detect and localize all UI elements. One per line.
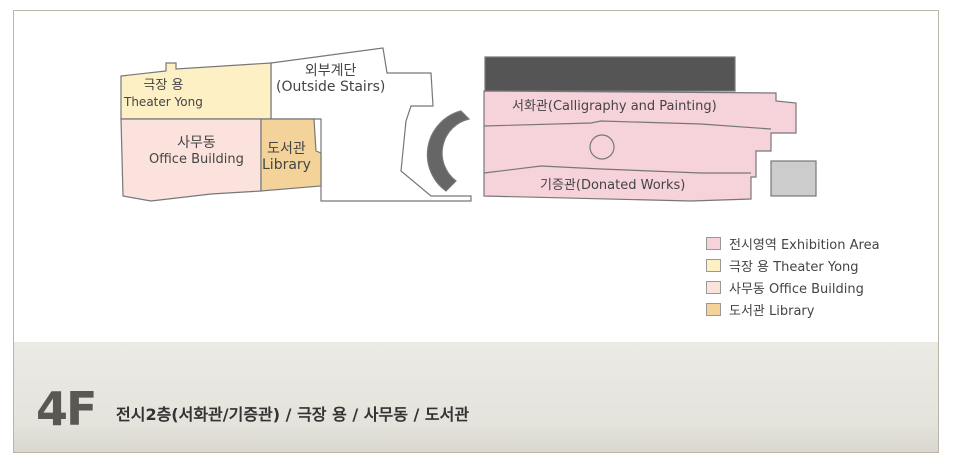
office-label-en: Office Building bbox=[149, 152, 244, 167]
stairs-label-ko: 외부계단 bbox=[304, 63, 357, 79]
stairs-label-en: (Outside Stairs) bbox=[276, 79, 386, 95]
library-label-en: Library bbox=[262, 157, 311, 173]
room-outside-stairs: 외부계단(Outside Stairs) bbox=[276, 63, 385, 95]
room-calligraphy[interactable]: 서화관(Calligraphy and Painting) bbox=[512, 99, 717, 114]
legend-swatch bbox=[706, 236, 721, 250]
library-area[interactable] bbox=[260, 118, 322, 192]
floor-info-band: 4F 전시2층(서화관/기증관) / 극장 용 / 사무동 / 도서관 bbox=[14, 342, 938, 452]
legend-swatch bbox=[706, 258, 721, 272]
room-theater[interactable]: 극장 용 Theater Yong bbox=[124, 78, 203, 111]
legend-label: 도서관 Library bbox=[729, 303, 815, 319]
room-donated[interactable]: 기증관(Donated Works) bbox=[540, 178, 686, 193]
floor-map-panel: 극장 용 Theater Yong 외부계단(Outside Stairs) 사무… bbox=[13, 10, 939, 453]
theater-label-en: Theater Yong bbox=[124, 95, 203, 109]
floor-plan bbox=[120, 47, 817, 202]
legend: 전시영역 Exhibition Area 극장 용 Theater Yong 사… bbox=[706, 232, 880, 320]
legend-item: 도서관 Library bbox=[706, 298, 880, 320]
legend-swatch bbox=[706, 280, 721, 294]
theater-label-ko: 극장 용 bbox=[143, 78, 184, 93]
legend-swatch bbox=[706, 302, 721, 316]
legend-item: 사무동 Office Building bbox=[706, 276, 880, 298]
office-label-ko: 사무동 bbox=[177, 135, 216, 151]
rotunda-icon bbox=[589, 134, 615, 160]
legend-label: 사무동 Office Building bbox=[729, 281, 864, 297]
legend-item: 전시영역 Exhibition Area bbox=[706, 232, 880, 254]
library-label-ko: 도서관 bbox=[267, 141, 306, 157]
curved-stair bbox=[426, 110, 471, 192]
floor-description: 전시2층(서화관/기증관) / 극장 용 / 사무동 / 도서관 bbox=[116, 405, 470, 424]
roof-grid bbox=[484, 56, 736, 92]
legend-label: 극장 용 Theater Yong bbox=[729, 259, 859, 275]
floor-number: 4F bbox=[36, 382, 97, 436]
legend-item: 극장 용 Theater Yong bbox=[706, 254, 880, 276]
legend-label: 전시영역 Exhibition Area bbox=[729, 237, 880, 253]
